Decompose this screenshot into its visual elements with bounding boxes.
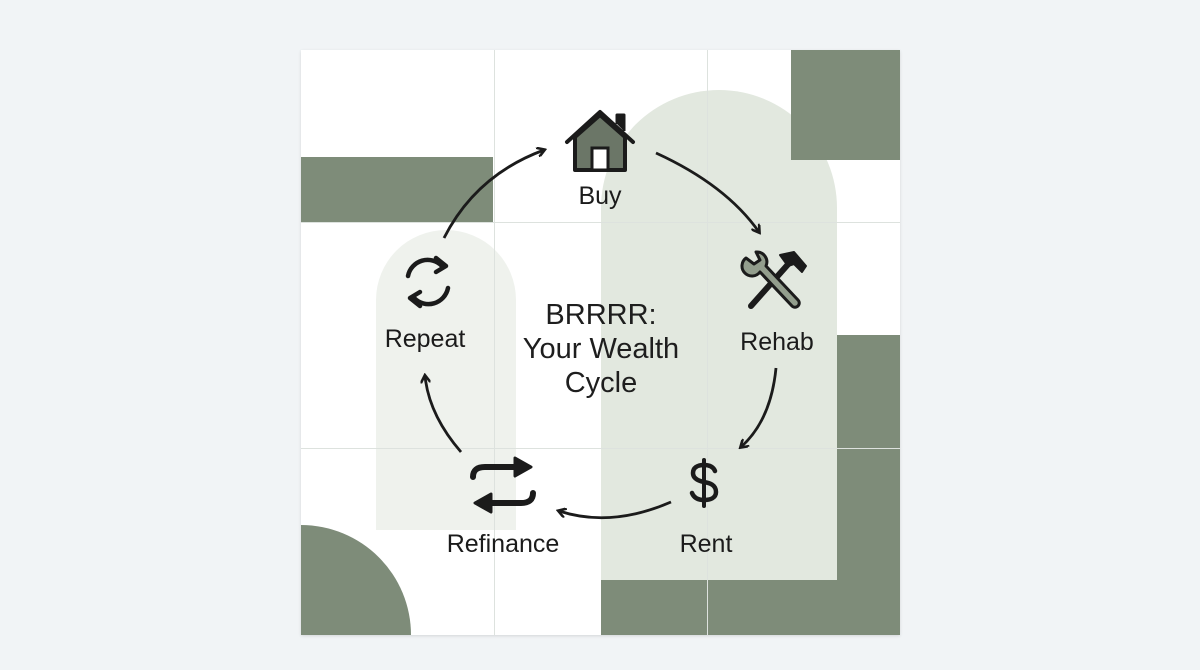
arrow-refinance-to-repeat — [425, 376, 463, 453]
step-label-buy: Buy — [578, 182, 622, 210]
step-label-rehab: Rehab — [740, 328, 814, 356]
grid-line — [707, 50, 708, 635]
bg-block-right-tall — [601, 90, 837, 635]
arrow-rent-to-refinance — [559, 500, 672, 520]
house-icon — [565, 110, 635, 172]
step-label-refinance: Refinance — [446, 530, 560, 558]
swap-arrows-icon — [470, 456, 536, 514]
cycle-arrows-icon — [405, 255, 451, 309]
bg-arch-left — [376, 230, 516, 530]
diagram-card: Buy Rehab Rent Refinance Repeat BRRRR: Y… — [301, 50, 900, 635]
diagram-title: BRRRR: Your Wealth Cycle — [501, 298, 701, 400]
wrench-hammer-icon — [740, 250, 807, 309]
step-label-rent: Rent — [679, 530, 733, 558]
diagram-title-line: BRRRR: — [545, 299, 657, 331]
arrow-repeat-to-buy — [442, 150, 544, 239]
diagram-title-line: Your Wealth — [522, 333, 680, 365]
grid-line — [301, 222, 900, 223]
grid-line — [301, 448, 900, 449]
dollar-sign-icon — [689, 458, 719, 508]
arrow-buy-to-rehab — [655, 151, 759, 232]
arrow-rehab-to-rent — [741, 367, 778, 447]
bg-block-top-right — [791, 50, 900, 160]
diagram-title-line: Cycle — [564, 367, 638, 399]
bg-block-bottom-right — [601, 580, 900, 635]
step-label-repeat: Repeat — [384, 325, 466, 353]
grid-line — [494, 50, 495, 635]
cycle-arrows — [301, 50, 778, 520]
